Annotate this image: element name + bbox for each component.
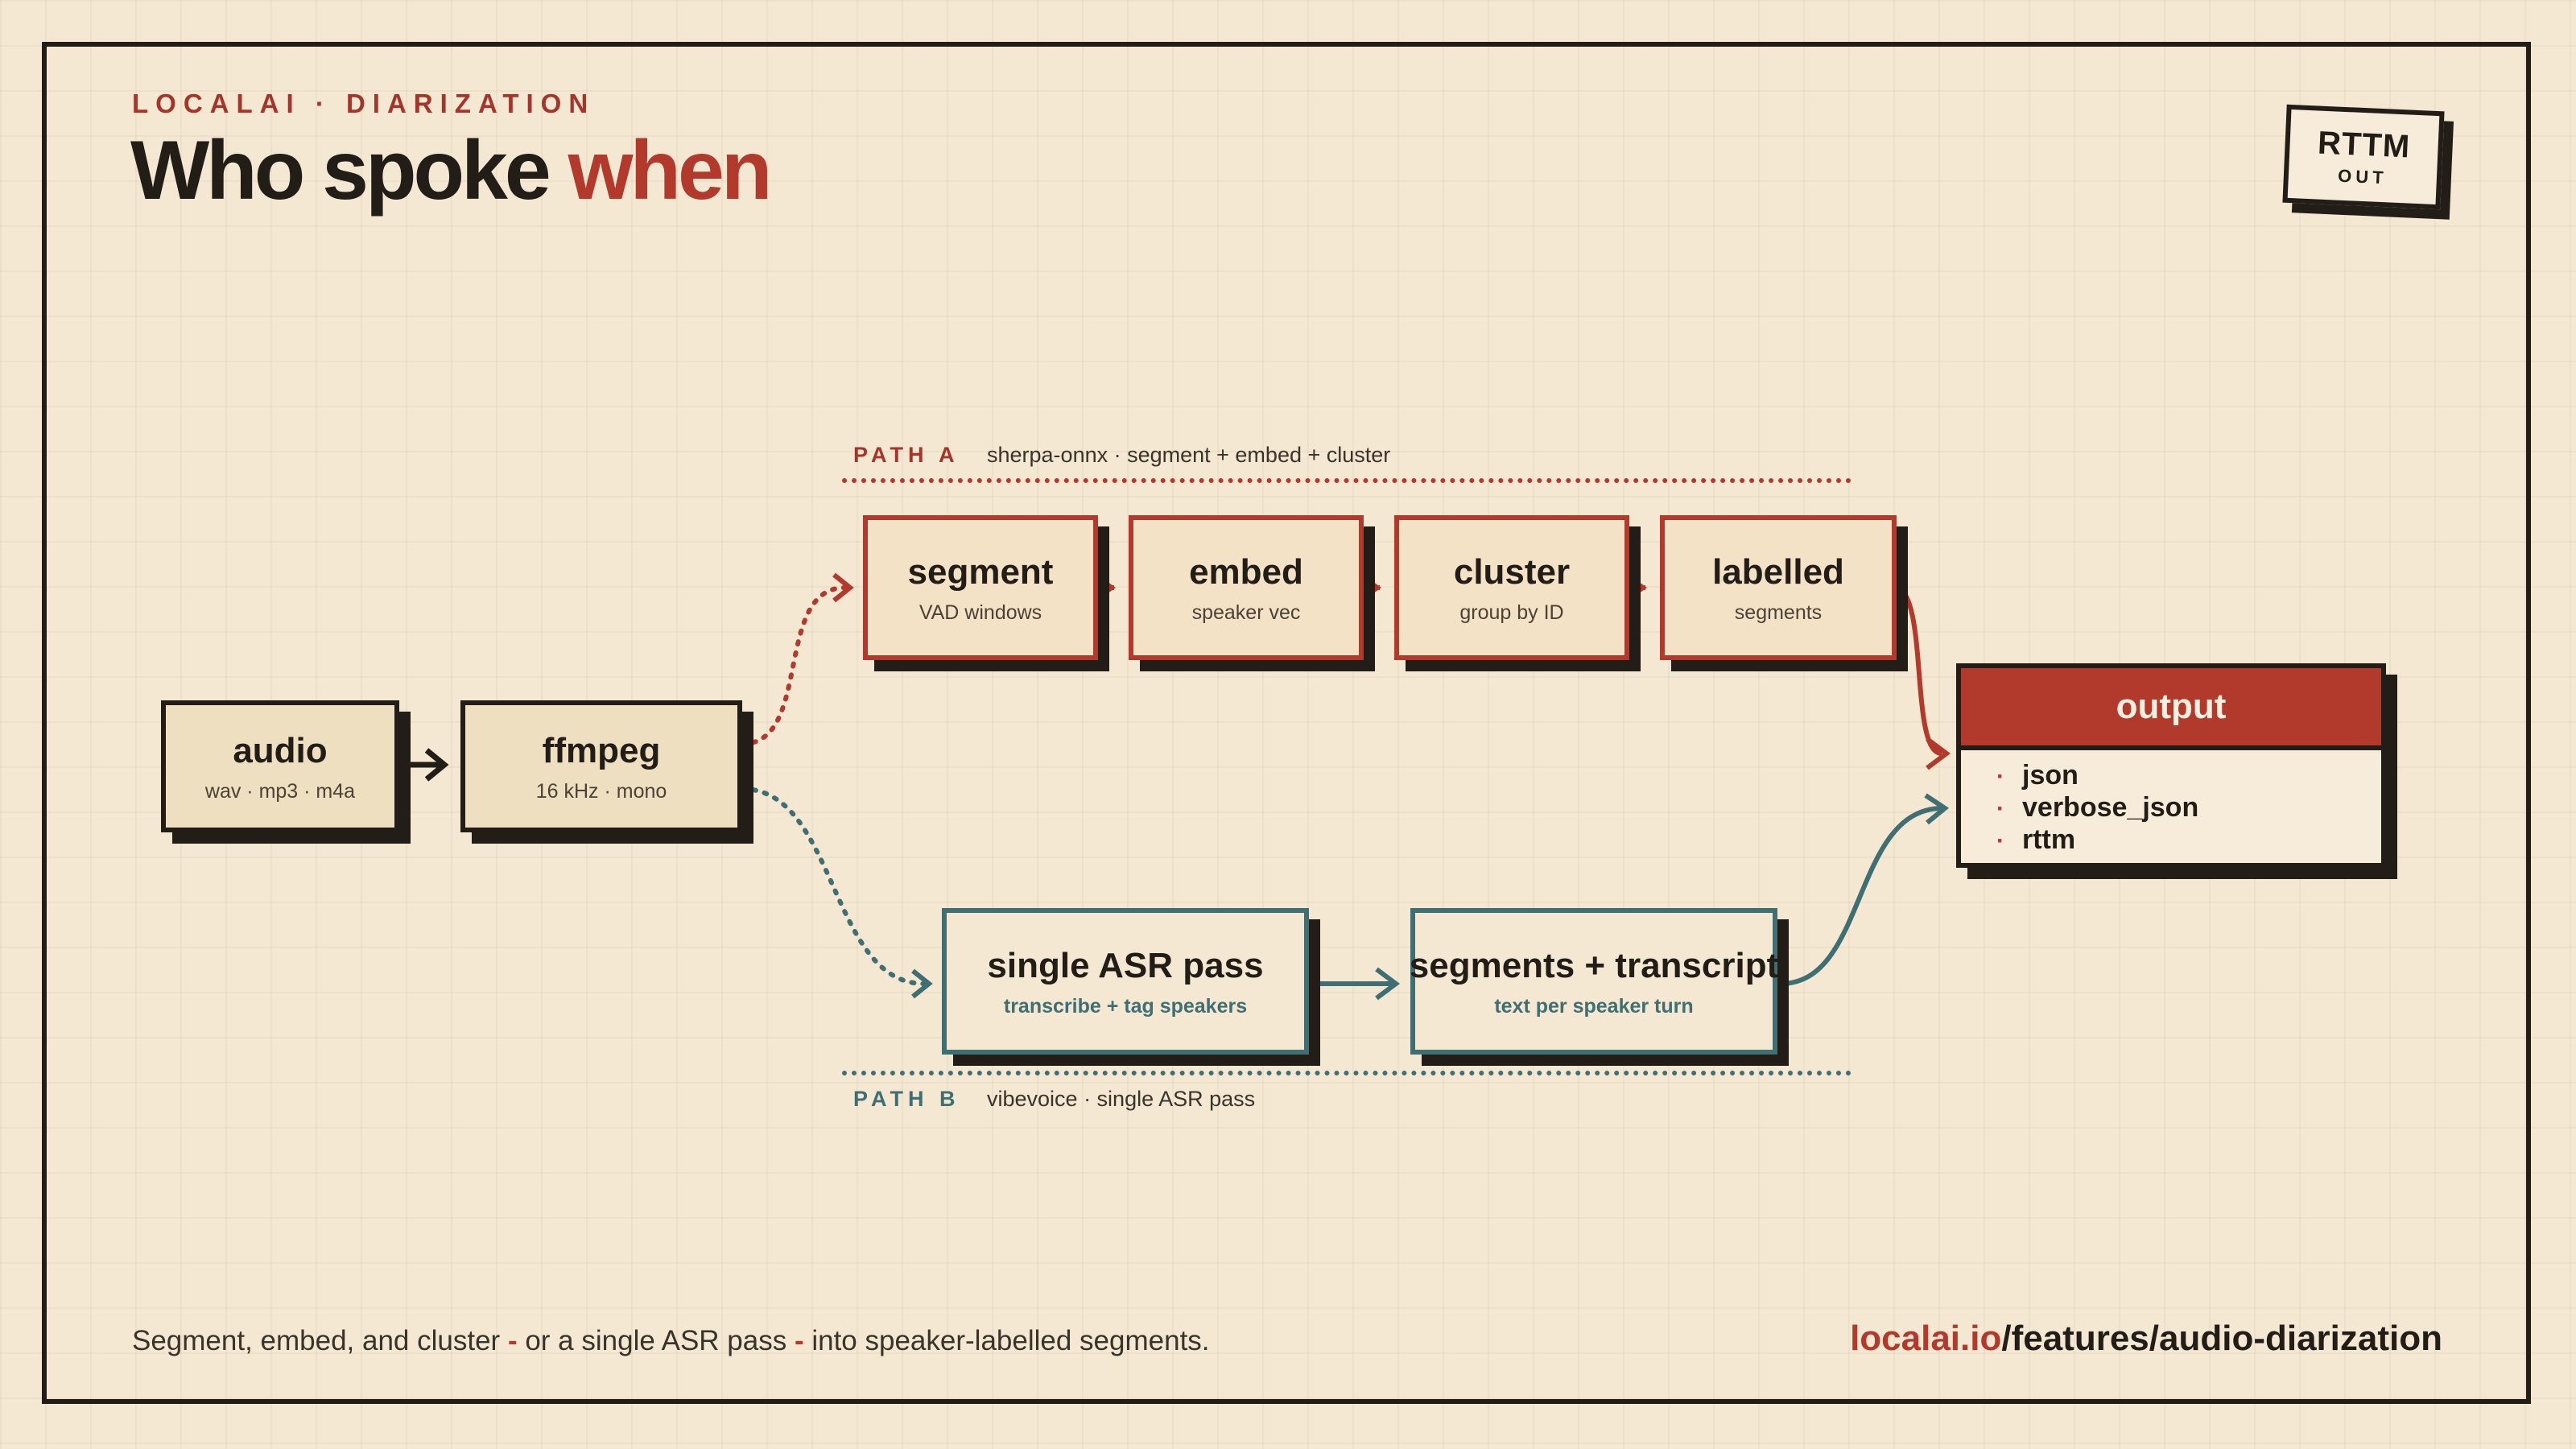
arrowhead-asr-to-transcript: [1375, 967, 1400, 1001]
caption-dash: -: [786, 1325, 812, 1356]
bullet-icon: ·: [1996, 828, 2004, 854]
arrowhead-ffmpeg-to-asr: [911, 968, 933, 999]
arrowhead-audio-to-ffmpeg: [424, 748, 449, 782]
node-segment-sub: VAD windows: [919, 601, 1042, 624]
bullet-icon: ·: [1996, 795, 2004, 822]
node-cluster-sub: group by ID: [1459, 601, 1564, 624]
node-ffmpeg-sub: 16 kHz · mono: [535, 779, 667, 803]
node-cluster-name: cluster: [1453, 551, 1571, 592]
path-b-description: vibevoice · single ASR pass: [987, 1087, 1256, 1111]
title-main: Who spoke: [130, 124, 551, 217]
arrowhead-transcript-to-output: [1924, 793, 1950, 825]
node-labelled: labelled segments: [1660, 515, 1897, 660]
slide-frame: [42, 42, 2531, 1404]
node-segment: segment VAD windows: [863, 515, 1098, 660]
caption-part-c: into speaker-labelled segments.: [811, 1325, 1210, 1356]
path-b-label: PATH B: [853, 1087, 960, 1111]
bullet-icon: ·: [1996, 763, 2004, 790]
node-audio-sub: wav · mp3 · m4a: [204, 779, 356, 803]
node-embed-name: embed: [1189, 551, 1303, 592]
output-format-list: · json · verbose_json · rttm: [1996, 760, 2381, 857]
kicker-label: LOCALAI · DIARIZATION: [132, 89, 596, 118]
node-ffmpeg: ffmpeg 16 kHz · mono: [460, 700, 742, 832]
node-asr-name: single ASR pass: [987, 945, 1264, 985]
node-embed: embed speaker vec: [1129, 515, 1364, 660]
node-audio-name: audio: [233, 730, 328, 770]
arrowhead-cluster-to-labelled: [1636, 580, 1647, 596]
arrowhead-labelled-to-output: [1926, 737, 1951, 770]
page-title: Who spoke when: [130, 122, 773, 219]
url-path: /features/audio-diarization: [2001, 1319, 2442, 1358]
path-b-divider: [842, 1071, 1852, 1075]
caption-part-b: or a single ASR pass: [525, 1325, 787, 1356]
arrowhead-ffmpeg-to-segment: [832, 572, 854, 603]
node-audio: audio wav · mp3 · m4a: [161, 700, 399, 832]
path-a-divider: [842, 478, 1852, 483]
output-format-item: · json: [1996, 760, 2381, 792]
url-domain: localai.io: [1850, 1319, 2002, 1358]
arrowhead-embed-to-cluster: [1370, 580, 1381, 596]
arrow-ffmpeg-to-segment: [740, 585, 848, 746]
title-accent: when: [568, 124, 773, 217]
output-title: output: [1961, 668, 2381, 750]
arrowhead-segment-to-embed: [1104, 580, 1116, 596]
output-card: output · json · verbose_json · rttm: [1956, 663, 2386, 868]
format-json: json: [2022, 760, 2079, 791]
node-ffmpeg-name: ffmpeg: [542, 730, 661, 770]
arrow-labelled-to-output: [1895, 585, 1942, 756]
path-a-description: sherpa-onnx · segment + embed + cluster: [987, 443, 1391, 467]
node-embed-sub: speaker vec: [1191, 601, 1301, 624]
node-asr-sub: transcribe + tag speakers: [1003, 994, 1248, 1018]
footer-url-link[interactable]: localai.io/features/audio-diarization: [1850, 1319, 2442, 1359]
node-transcript-name: segments + transcript: [1409, 945, 1779, 985]
path-a-label: PATH A: [853, 443, 960, 467]
footer-caption: Segment, embed, and cluster - or a singl…: [132, 1325, 1210, 1357]
output-format-item: · rttm: [1996, 824, 2381, 857]
format-rttm: rttm: [2022, 824, 2076, 855]
node-cluster: cluster group by ID: [1394, 515, 1629, 660]
arrow-ffmpeg-to-asr: [740, 786, 927, 986]
output-format-item: · verbose_json: [1996, 792, 2381, 824]
arrow-transcript-to-output: [1780, 806, 1942, 986]
node-labelled-name: labelled: [1712, 551, 1844, 592]
node-single-asr-pass: single ASR pass transcribe + tag speaker…: [942, 908, 1309, 1055]
format-verbose-json: verbose_json: [2022, 792, 2199, 823]
node-transcript-sub: text per speaker turn: [1494, 994, 1694, 1018]
caption-dash: -: [500, 1325, 526, 1356]
node-segment-name: segment: [907, 551, 1054, 592]
node-labelled-sub: segments: [1734, 601, 1823, 624]
caption-part-a: Segment, embed, and cluster: [132, 1325, 501, 1356]
node-segments-transcript: segments + transcript text per speaker t…: [1409, 908, 1779, 1055]
